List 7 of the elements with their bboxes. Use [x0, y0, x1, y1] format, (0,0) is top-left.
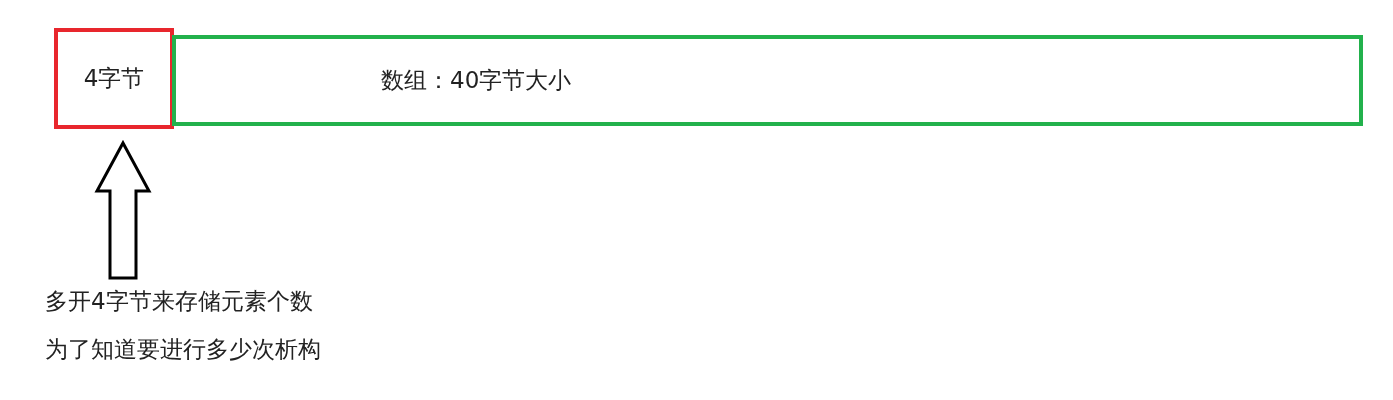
memory-block — [54, 28, 174, 129]
block-label: 4字节 — [83, 64, 145, 93]
block-arrow — [94, 139, 152, 280]
block-label: 数组：40字节大小 — [381, 66, 572, 95]
note-text: 为了知道要进行多少次析构 — [45, 335, 321, 364]
note-text: 多开4字节来存储元素个数 — [45, 287, 313, 316]
memory-block — [172, 35, 1363, 126]
